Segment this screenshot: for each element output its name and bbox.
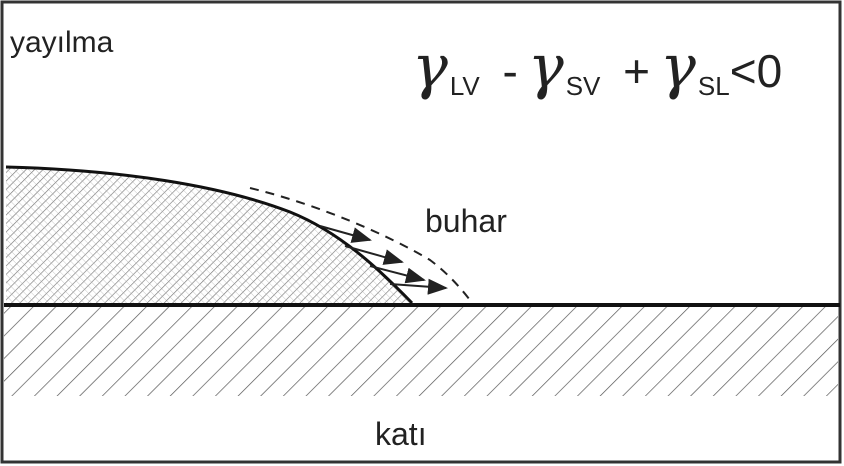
spreading-front-dashed bbox=[249, 187, 471, 301]
liquid-surface bbox=[5, 165, 414, 305]
plus-operator: + bbox=[623, 45, 651, 97]
spread-arrow bbox=[344, 245, 404, 265]
less-than-zero: <0 bbox=[729, 45, 783, 97]
subscript-sv: SV bbox=[565, 71, 601, 101]
spread-arrow bbox=[369, 265, 426, 284]
spread-arrow bbox=[389, 278, 448, 295]
gamma-symbol: γ bbox=[527, 32, 564, 102]
subscript-sl: SL bbox=[697, 71, 730, 101]
gamma-symbol: γ bbox=[660, 32, 696, 102]
spread-arrow bbox=[319, 225, 372, 243]
vapor-label: buhar bbox=[425, 203, 507, 239]
spreading-condition-formula: γLV -γSV +γSL<0 bbox=[412, 32, 782, 102]
solid-label: katı bbox=[375, 416, 427, 452]
minus-operator: - bbox=[502, 45, 518, 97]
diagram-title: yayılma bbox=[10, 26, 114, 59]
subscript-lv: LV bbox=[449, 71, 480, 101]
gamma-symbol: γ bbox=[412, 32, 448, 102]
solid-substrate bbox=[4, 306, 838, 396]
